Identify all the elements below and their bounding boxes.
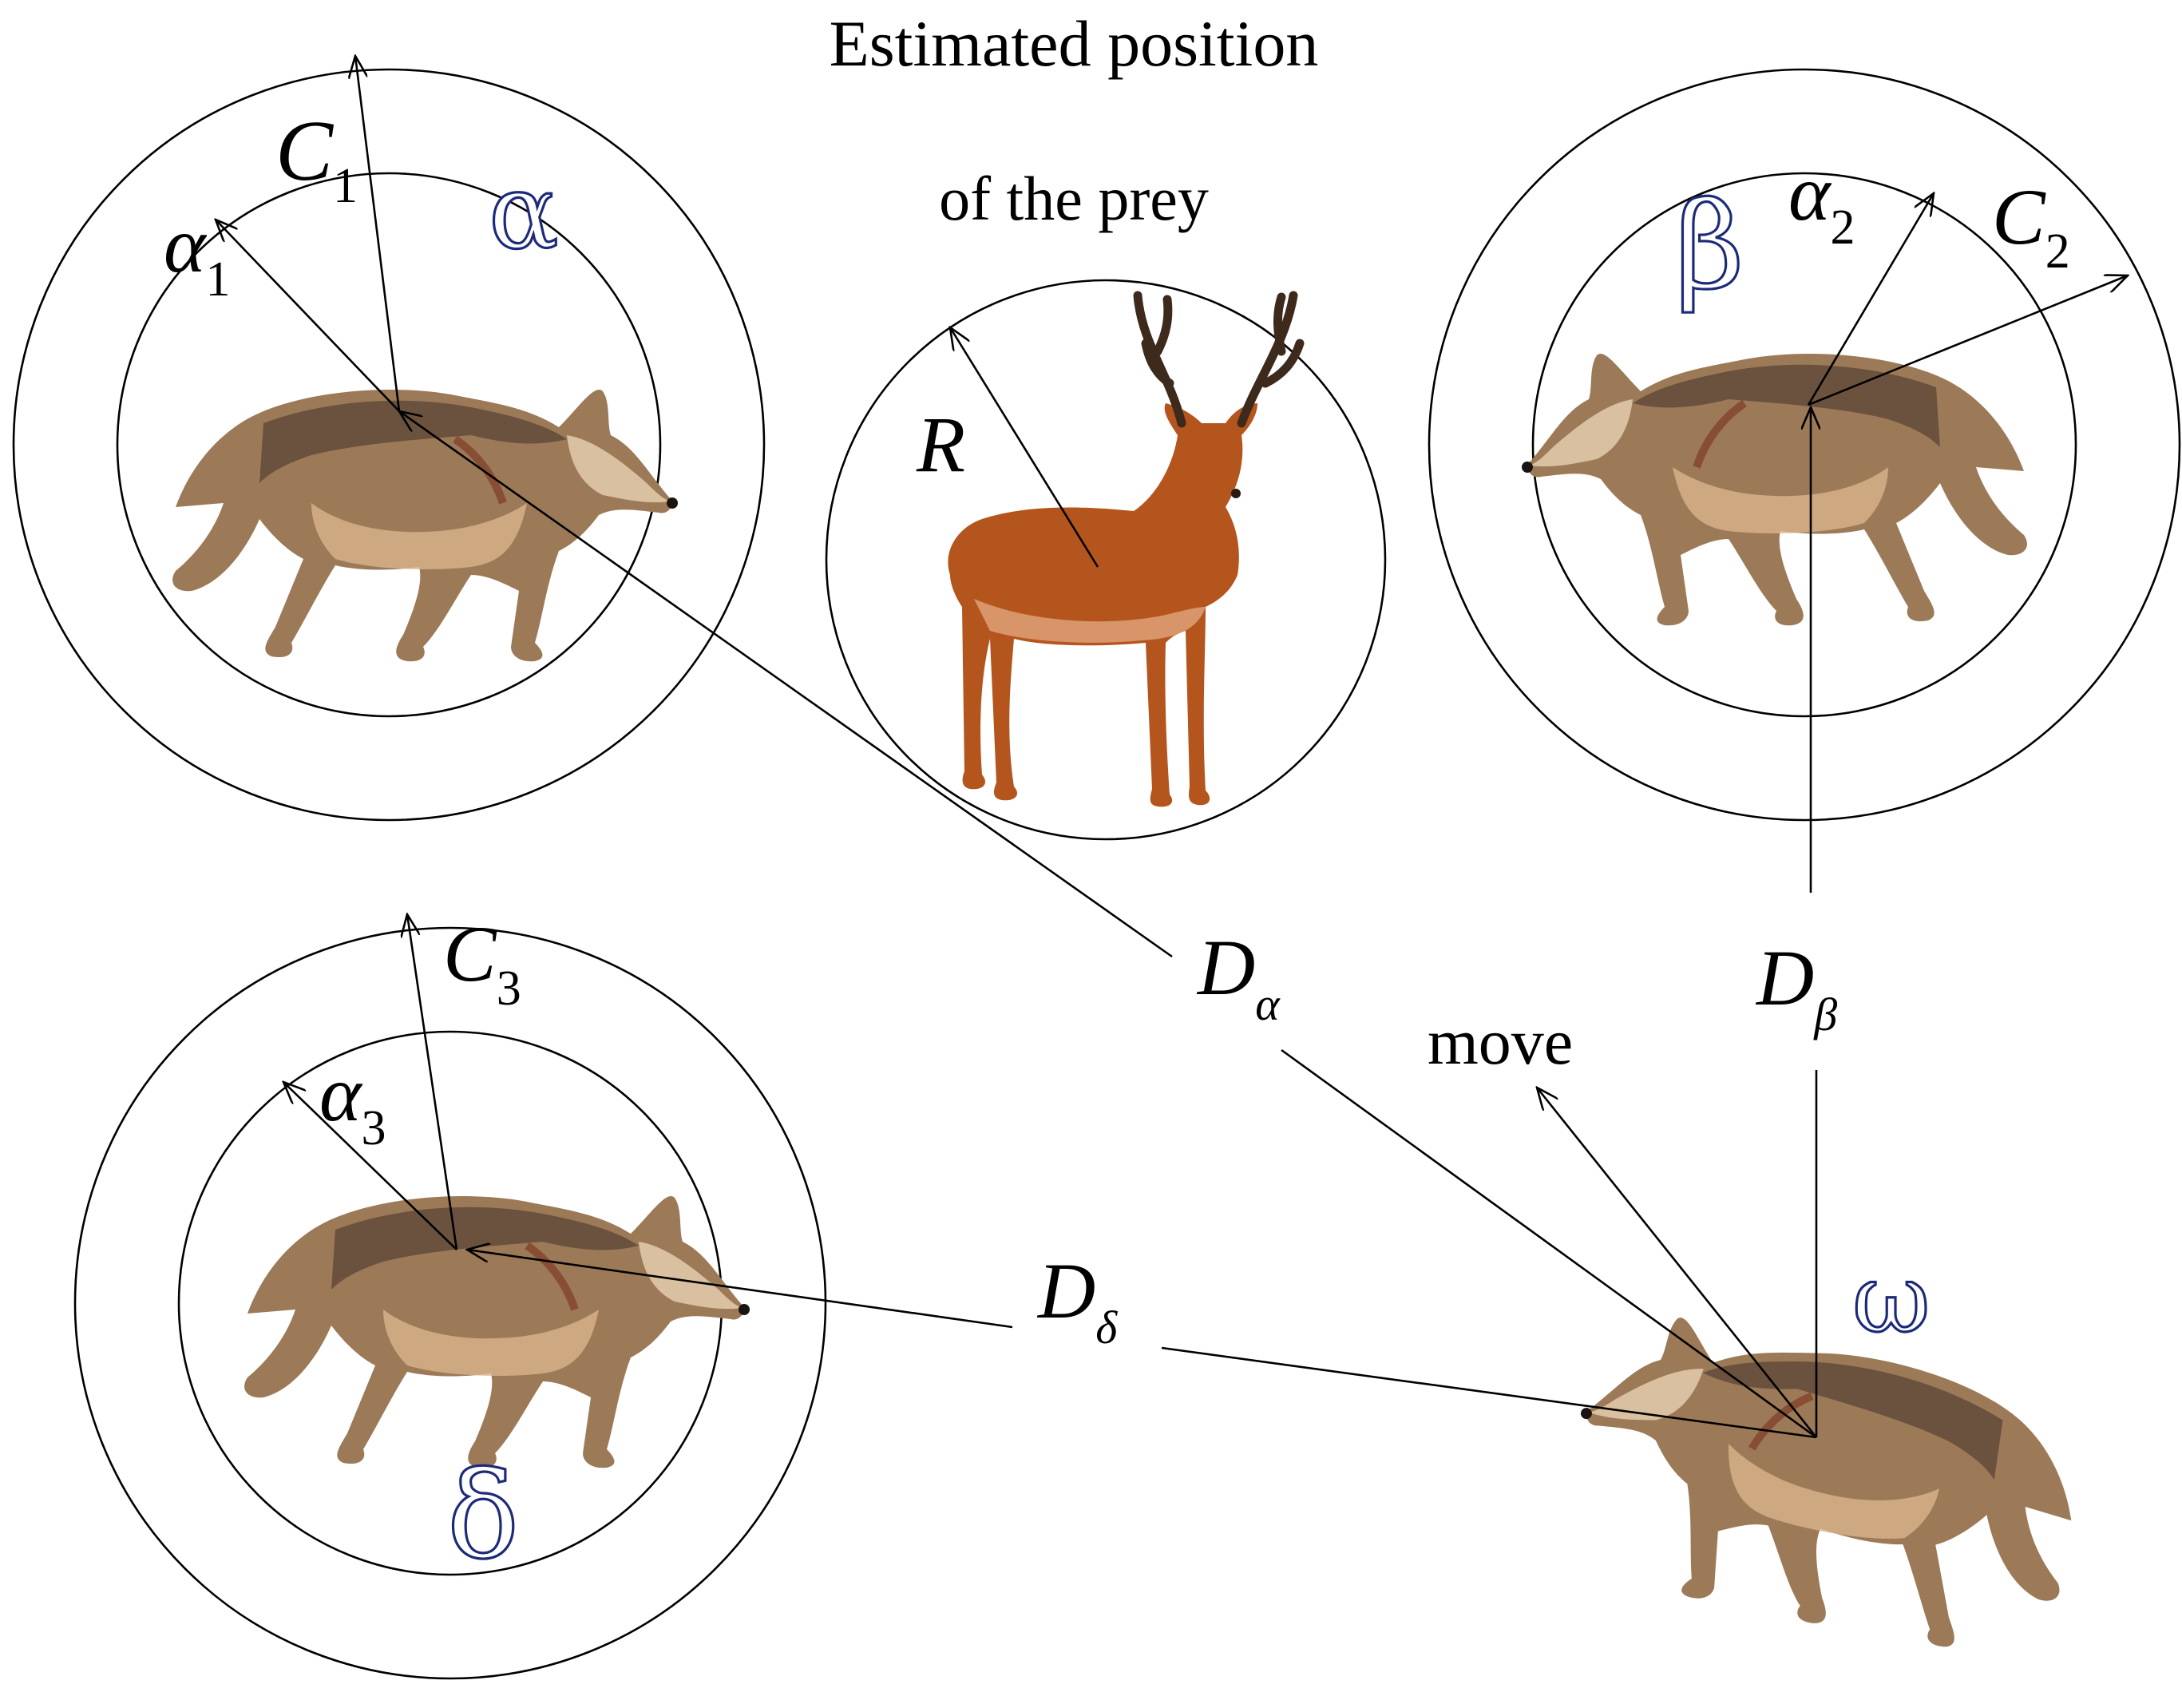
delta-wolf-image: [244, 1196, 750, 1468]
a3-base: α: [319, 1049, 363, 1138]
delta-c3-arrow: [407, 914, 458, 1250]
d-delta-sub: δ: [1095, 1302, 1118, 1353]
beta-inner-circle: [1531, 172, 2077, 718]
c2-sub: 2: [2045, 224, 2070, 279]
alpha-outer-circle: [12, 68, 766, 822]
prey-deer-image: [948, 295, 1300, 806]
delta-a3-arrow: [283, 1082, 457, 1250]
a1-base: α: [164, 200, 208, 289]
c1-base: C: [275, 104, 335, 199]
d-alpha-line-upper: [399, 411, 1173, 958]
c2-base: C: [1992, 172, 2046, 261]
d-delta-line-left: [467, 1250, 1013, 1329]
r-label: R: [916, 400, 965, 489]
delta-symbol: δ: [447, 1447, 519, 1586]
d-alpha-base: D: [1196, 923, 1255, 1012]
c2-label: C2: [1992, 172, 2070, 279]
a1-sub: 1: [206, 252, 231, 307]
d-beta-label: Dβ: [1755, 933, 1837, 1040]
d-alpha-line-lower: [1281, 1048, 1817, 1439]
d-delta-base: D: [1036, 1246, 1095, 1335]
beta-outer-circle: [1428, 68, 2181, 822]
a2-base: α: [1788, 149, 1832, 237]
alpha-inner-circle: [116, 172, 662, 718]
beta-c2-arrow: [1808, 275, 2128, 406]
move-arrow: [1537, 1088, 1818, 1438]
omega-symbol: ω: [1852, 1244, 1931, 1355]
move-label: move: [1428, 1005, 1573, 1078]
title-line-1: Estimated position: [830, 7, 1319, 80]
beta-a2-arrow: [1807, 193, 1934, 406]
prey-radius-arrow: [950, 327, 1099, 568]
title-line-2: of the prey: [939, 164, 1209, 233]
d-alpha-sub: α: [1255, 978, 1281, 1030]
prey-circle: [825, 279, 1387, 841]
a3-sub: 3: [362, 1101, 386, 1155]
alpha-a1-arrow: [216, 220, 400, 412]
beta-wolf-image: [1522, 354, 2027, 625]
c1-sub: 1: [333, 159, 358, 213]
delta-outer-circle: [73, 926, 827, 1680]
c1-label: C1: [275, 104, 358, 213]
c3-label: C3: [443, 909, 521, 1016]
d-alpha-label: Dα: [1196, 923, 1281, 1030]
a1-label: α1: [164, 200, 231, 307]
d-delta-label: Dδ: [1036, 1246, 1118, 1353]
a3-label: α3: [319, 1049, 386, 1155]
omega-wolf-image: [1548, 1302, 2099, 1672]
d-beta-base: D: [1755, 933, 1814, 1022]
d-beta-sub: β: [1813, 989, 1837, 1040]
c3-base: C: [443, 909, 497, 998]
alpha-symbol: α: [489, 151, 559, 272]
d-delta-line-right: [1161, 1346, 1817, 1439]
a2-sub: 2: [1831, 200, 1855, 255]
a2-label: α2: [1788, 149, 1855, 255]
alpha-c1-arrow: [355, 56, 401, 412]
c3-sub: 3: [497, 961, 521, 1016]
beta-symbol: β: [1675, 177, 1744, 316]
